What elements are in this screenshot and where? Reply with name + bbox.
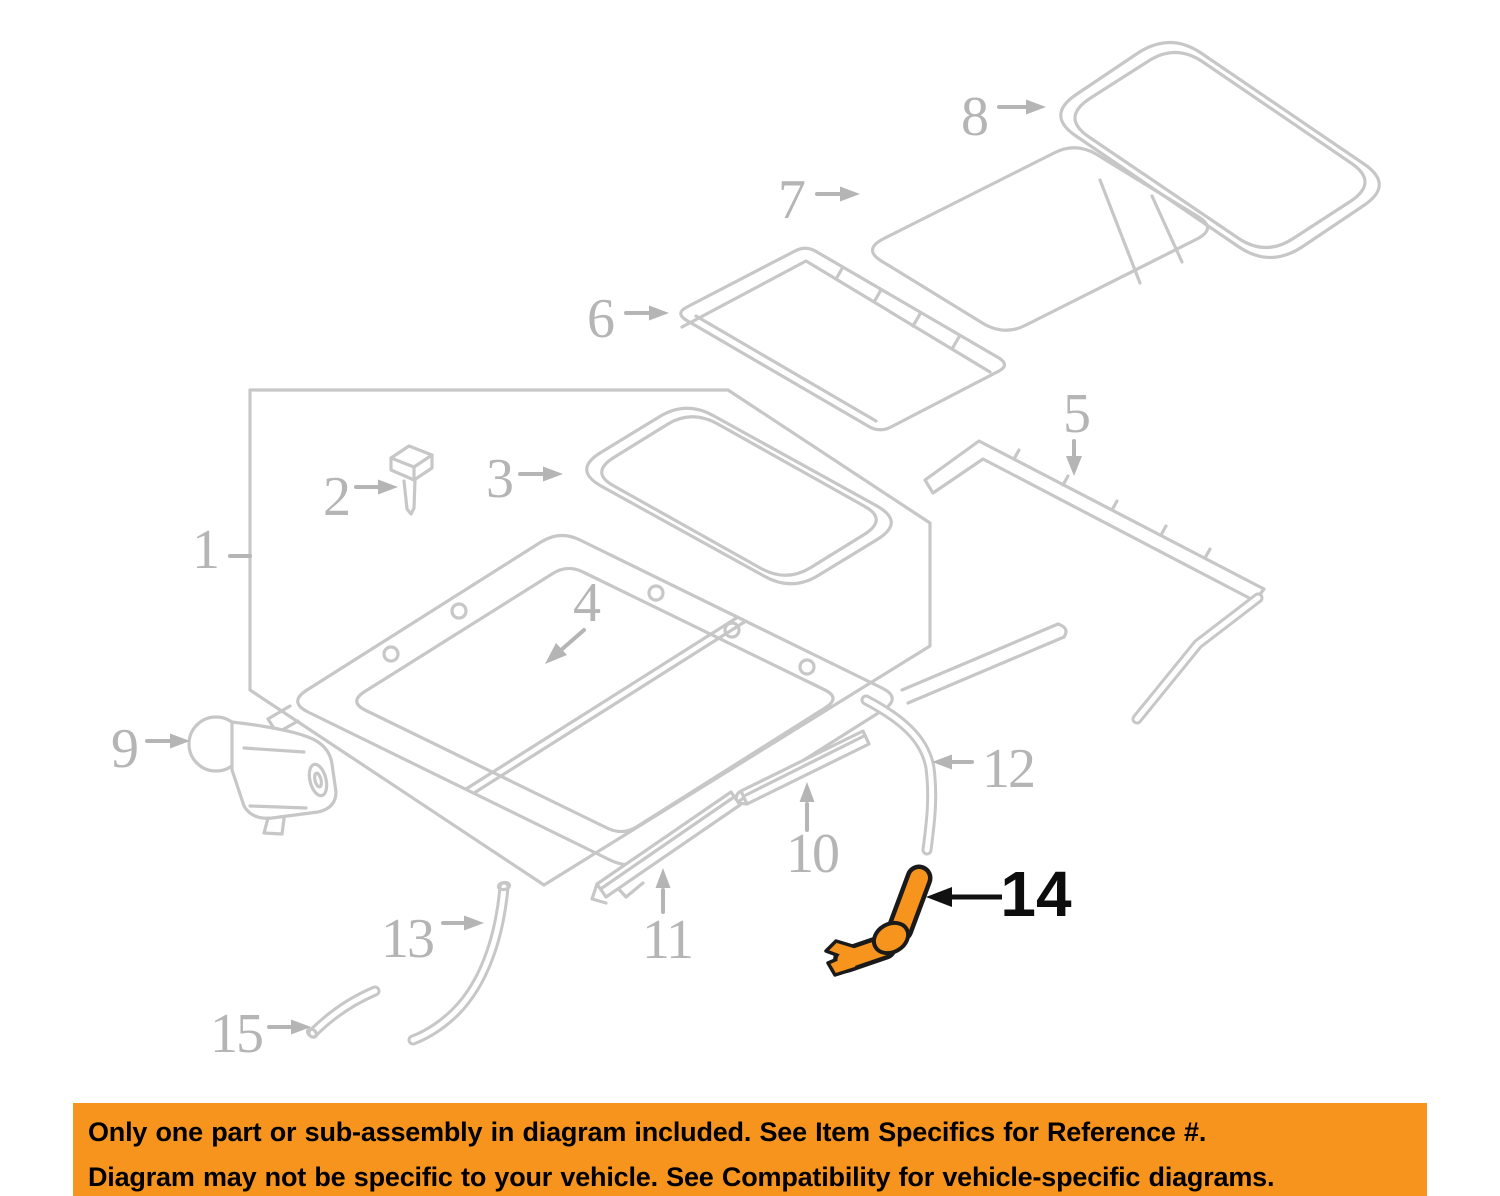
part-2-arrowhead-icon xyxy=(378,479,398,495)
part-10-label: 10 xyxy=(786,823,838,885)
part-12-label: 12 xyxy=(982,738,1034,800)
part-8-arrowhead-icon xyxy=(1026,99,1046,115)
part-3-glass-seal xyxy=(585,406,893,586)
part-15-arrowhead-icon xyxy=(291,1019,311,1035)
part-7-arrowhead-icon xyxy=(840,186,860,202)
part-1-sunroof-housing xyxy=(248,388,932,887)
part-6-arrowhead-icon xyxy=(649,305,669,321)
part-13-front-drain-hose xyxy=(407,880,512,1046)
diagram-line-art xyxy=(187,41,1381,1046)
part-12-arrowhead-icon xyxy=(932,754,952,770)
callouts: 1 2 3 4 5 6 7 8 9 xyxy=(111,86,1091,1065)
part-5-arrowhead-icon xyxy=(1066,456,1082,476)
part-7-label: 7 xyxy=(778,169,806,231)
part-5-wind-deflector xyxy=(923,439,1266,725)
part-11-trim-strip xyxy=(590,790,742,905)
part-14-arrowhead-icon xyxy=(926,887,952,907)
part-4-arrow xyxy=(558,628,586,653)
part-14-label: 14 xyxy=(1000,858,1072,930)
part-11-label: 11 xyxy=(642,909,692,971)
part-1-label: 1 xyxy=(192,519,220,581)
disclaimer-line-2: Diagram may not be specific to your vehi… xyxy=(88,1162,1275,1192)
part-10-rail-cover-strip xyxy=(734,729,871,806)
part-7-sunroof-glass xyxy=(870,146,1210,332)
part-15-label: 15 xyxy=(210,1003,262,1065)
part-9-sunroof-motor xyxy=(187,715,338,836)
part-2-mounting-clip xyxy=(389,444,434,516)
part-11-arrowhead-icon xyxy=(655,868,671,888)
part-10-arrowhead-icon xyxy=(799,782,815,802)
part-9-arrowhead-icon xyxy=(170,733,190,749)
part-8-roof-seal-frame xyxy=(1059,41,1381,259)
part-13-label: 13 xyxy=(381,908,433,970)
part-4-arrowhead-icon xyxy=(545,643,567,664)
part-5-label: 5 xyxy=(1063,383,1091,445)
part-14-drain-hose-connector-highlighted: 14 xyxy=(824,858,1072,977)
part-4-guide-rail-frame xyxy=(266,533,1068,899)
disclaimer-line-1: Only one part or sub-assembly in diagram… xyxy=(88,1117,1207,1147)
part-14-collar xyxy=(871,920,911,956)
part-4-label: 4 xyxy=(573,572,601,634)
part-8-label: 8 xyxy=(961,86,989,148)
part-13-arrowhead-icon xyxy=(464,915,484,931)
part-2-label: 2 xyxy=(323,466,351,528)
part-6-label: 6 xyxy=(587,288,615,350)
part-9-label: 9 xyxy=(111,718,139,780)
part-6-sunshade-panel xyxy=(679,246,1007,432)
part-3-arrowhead-icon xyxy=(543,466,563,482)
part-12-rear-drain-hose xyxy=(860,694,938,856)
disclaimer-banner: Only one part or sub-assembly in diagram… xyxy=(73,1103,1427,1196)
part-3-label: 3 xyxy=(486,448,514,510)
part-15-drain-hose-elbow xyxy=(305,985,381,1039)
